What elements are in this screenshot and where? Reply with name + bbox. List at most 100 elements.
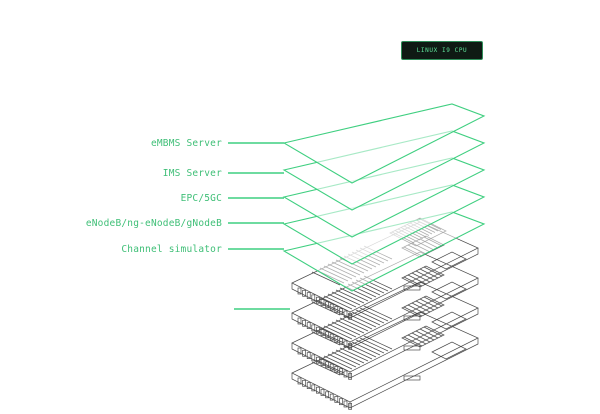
port-fin [311, 294, 316, 302]
heatsink-fin [323, 325, 353, 340]
heatsink-fin [331, 321, 361, 336]
port-fin [302, 289, 306, 297]
chip-fin [419, 328, 439, 339]
heatsink-fin [311, 361, 341, 376]
chip-fin [403, 306, 423, 317]
heatsink-fin [311, 271, 341, 286]
port-fin [348, 372, 352, 380]
heatsink-fin [347, 343, 377, 358]
heatsink-fin [311, 331, 341, 346]
heatsink-fin [359, 307, 389, 322]
chip-fin [423, 266, 443, 277]
port-fin [339, 338, 343, 346]
chip-fin [411, 302, 431, 313]
chip-block [431, 251, 467, 270]
chip-block [401, 325, 445, 348]
layer-label-channel-sim: Channel simulator [121, 244, 222, 255]
layer-label-enodeb: eNodeB/ng-eNodeB/gNodeB [85, 218, 222, 229]
port-fin [306, 352, 311, 359]
chip-fin [407, 304, 427, 315]
port-fin [329, 393, 334, 401]
port-fin [306, 322, 311, 329]
heatsink-fin [319, 327, 349, 342]
port-fin [343, 370, 348, 378]
port-fin [302, 349, 306, 357]
chip-fin [415, 330, 435, 341]
chip-block [431, 281, 467, 300]
heatsink-fin [323, 295, 353, 310]
port-fin [339, 368, 343, 376]
connector [403, 345, 421, 351]
heatsink-fin [363, 335, 393, 350]
chip-fin [415, 300, 435, 311]
port-fin [302, 319, 306, 327]
port-fin [334, 396, 339, 403]
chip-block [401, 295, 445, 318]
port-fin [297, 377, 302, 385]
software-layers [282, 103, 486, 292]
heatsink-fin [351, 311, 381, 326]
heatsink-fin [319, 297, 349, 312]
server-board [291, 281, 479, 380]
heatsink-fin [335, 319, 365, 334]
port-fin [302, 379, 306, 387]
port-fin [297, 317, 302, 325]
chip-fin [419, 298, 439, 309]
chip-fin [415, 270, 435, 281]
port-fin [306, 292, 311, 299]
port-fin [339, 398, 343, 406]
port-fin [311, 354, 316, 362]
chip-fin [407, 334, 427, 345]
heatsink-fin [315, 299, 345, 314]
port-fin [334, 336, 339, 343]
heatsink-fin [327, 293, 357, 308]
heatsink-fin [331, 291, 361, 306]
port-fin [329, 303, 334, 311]
port-fin [297, 347, 302, 355]
port-fin [306, 382, 311, 389]
heatsink-fin [323, 355, 353, 370]
heatsink-fin [355, 309, 385, 324]
port-fin [348, 402, 352, 410]
layer-label-embms: eMBMS Server [150, 138, 222, 149]
port-fin [343, 400, 348, 408]
heatsink-fin [335, 349, 365, 364]
layer-label-ims: IMS Server [162, 168, 222, 179]
chip-fin [423, 296, 443, 307]
heatsink-fin [327, 353, 357, 368]
board-edge [291, 338, 479, 409]
heatsink-fin [339, 317, 369, 332]
port-fin [297, 287, 302, 295]
chip-fin [411, 332, 431, 343]
layer-label-epc: EPC/5GC [180, 193, 222, 204]
heatsink-fin [343, 315, 373, 330]
connector [403, 315, 421, 321]
cpu-badge-label: LINUX I9 CPU [416, 47, 468, 54]
heatsink-fin [343, 345, 373, 360]
port-fin [311, 384, 316, 392]
chip-fin [423, 326, 443, 337]
chip-block [431, 311, 467, 330]
port-fin [316, 386, 320, 394]
chip-fin [407, 274, 427, 285]
heatsink-fin [347, 313, 377, 328]
port-fin [329, 363, 334, 371]
chip-fin [419, 268, 439, 279]
heatsink-fin [315, 359, 345, 374]
heatsink-fin [359, 337, 389, 352]
chip-block [431, 341, 467, 360]
heatsink-fin [331, 351, 361, 366]
heatsink-fin [319, 357, 349, 372]
port-fin [339, 308, 343, 316]
heatsink-fin [311, 301, 341, 316]
chip-fin [403, 336, 423, 347]
heatsink-fin [315, 329, 345, 344]
connector [403, 375, 421, 381]
port-fin [320, 389, 325, 396]
port-fin [311, 324, 316, 332]
chip-fin [403, 276, 423, 287]
cpu-badge: LINUX I9 CPU [401, 41, 483, 60]
heatsink-fin [355, 339, 385, 354]
